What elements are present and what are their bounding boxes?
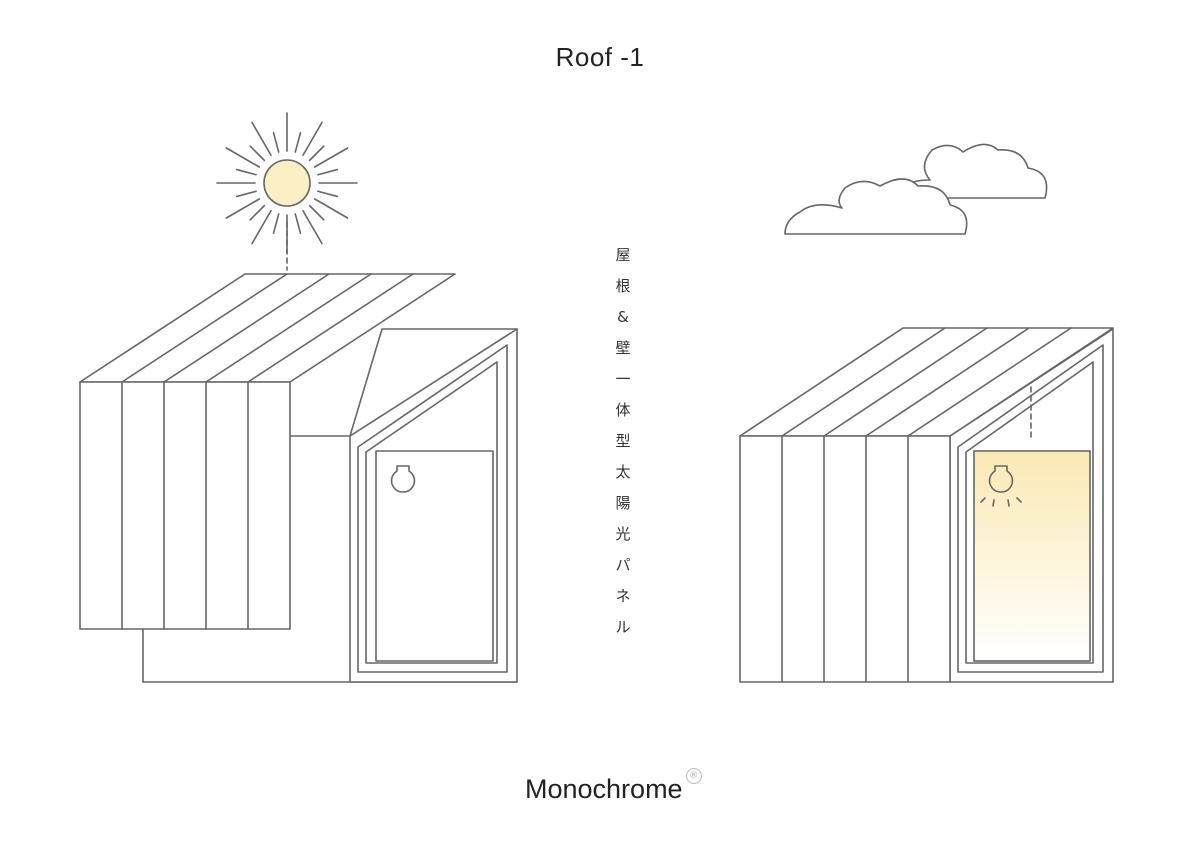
lightbulb-on-icon: [980, 465, 1022, 507]
sun-ray: [317, 190, 339, 198]
cloud-icon: [784, 143, 1048, 235]
vertical-caption: 屋根 & 壁一体型太陽光パネル: [608, 240, 638, 643]
sun-ray: [225, 147, 261, 168]
sun-ray: [294, 131, 302, 153]
sun-ray: [308, 145, 325, 162]
brand-logo: Monochrome ®: [525, 768, 702, 805]
caption-char: 屋: [615, 246, 631, 264]
sun-ray: [317, 168, 339, 176]
caption-char: 型: [615, 432, 631, 450]
caption-char: &: [617, 308, 629, 326]
caption-char: 太: [615, 463, 631, 481]
sun-ray: [235, 168, 257, 176]
brand-name: Monochrome: [525, 774, 683, 804]
sun-ray: [249, 145, 266, 162]
caption-char: ネ: [615, 587, 631, 605]
caption-char: 一: [615, 370, 631, 388]
lightbulb-icon: [390, 465, 416, 493]
caption-char: 陽: [615, 494, 631, 512]
sun-ray: [225, 198, 261, 219]
sun-ray: [249, 204, 266, 221]
caption-char: パ: [615, 556, 631, 574]
registered-mark: ®: [685, 768, 702, 784]
house-left: [79, 273, 518, 683]
page-title: Roof -1: [555, 42, 645, 72]
sun-ray: [251, 209, 272, 245]
sun-ray: [235, 190, 257, 198]
caption-char: 壁: [615, 339, 631, 357]
sun-ray: [272, 213, 280, 235]
sun-ray: [313, 147, 349, 168]
sun-ray: [294, 213, 302, 235]
caption-char: 光: [615, 525, 631, 543]
sun-ray: [302, 121, 323, 157]
caption-char: ル: [615, 618, 631, 636]
caption-char: 体: [615, 401, 631, 419]
sun-ray: [302, 209, 323, 245]
house-right: [739, 327, 1114, 683]
sun-icon: [216, 112, 358, 271]
sun-ray: [251, 121, 272, 157]
sun-ray: [308, 204, 325, 221]
sun-ray: [313, 198, 349, 219]
caption-char: 根: [615, 277, 631, 295]
sun-ray: [272, 131, 280, 153]
